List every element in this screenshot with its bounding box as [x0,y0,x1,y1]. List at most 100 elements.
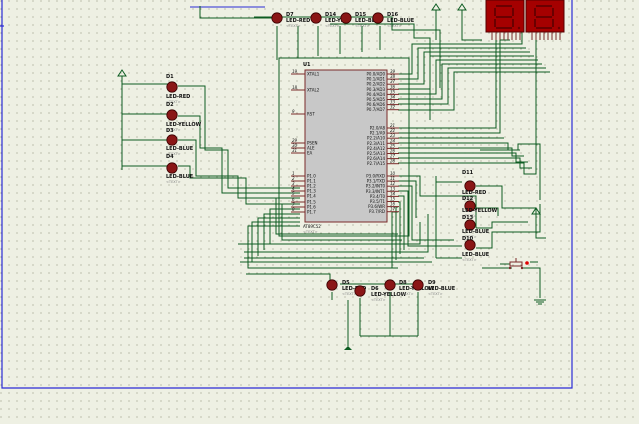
led-icon [354,285,366,297]
led-ref: D5 [342,280,350,286]
chip-pin-number: 8 [292,207,295,212]
power-arrow-icon-3 [457,3,467,11]
chip-pin-name: P1.6 [307,205,316,210]
led-ref: D6 [371,286,379,292]
chip-pin-name: P0.4/AD4 [367,92,386,97]
led-part: LED-BLUE [462,229,490,235]
led-sub: <TEXT> [166,152,181,156]
led-d16[interactable]: D16 LED-BLUE <TEXT> [372,12,415,28]
led-group[interactable]: D7 LED-RED <TEXT> D14 LED-YE <TEXT> D15 … [166,12,498,302]
chip-pin-name: P0.0/AD0 [367,72,386,77]
chip-pin-number: 9 [292,109,295,114]
chip-pin-number: 7 [292,202,295,207]
led-d10[interactable]: D10 LED-BLUE <TEXT> [462,236,490,262]
led-ref: D3 [166,128,174,134]
chip-pin-number: 36 [390,84,396,89]
led-icon [384,279,396,291]
chip-pin-number: 24 [390,138,396,143]
chip-pin-number: 6 [292,197,295,202]
led-sub: <TEXT> [325,24,340,28]
led-d12[interactable]: D12 LED-YELLOW <TEXT> [462,196,498,218]
chip-pin-name: P0.7/AD7 [367,107,386,112]
power-arrow-icon [117,69,127,77]
led-icon [464,239,476,251]
chip-pin-name: P1.5 [307,200,316,205]
led-d9[interactable]: D9 LED-BLUE <TEXT> [412,279,456,296]
led-sub: <TEXT> [355,24,370,28]
chip-pin-number: 31 [292,148,297,153]
led-ref: D8 [399,280,407,286]
chip-pin-number: 13 [390,186,396,191]
chip-pin-number: 12 [390,181,396,186]
chip-pin-number: 5 [292,191,295,196]
chip-pin-name: P3.1/TXD [367,179,385,184]
led-d15[interactable]: D15 LED-BLUE <TEXT> [340,12,383,28]
seven-segment-displays[interactable] [485,0,565,40]
led-sub: <TEXT> [399,292,414,296]
led-part: LED-RED [342,286,366,292]
chip-pin-name: P3.4/T0 [370,194,386,199]
chip-pin-name: P2.1/A9 [370,131,386,136]
led-d11[interactable]: D11 LED-RED <TEXT> [462,170,486,200]
led-d1[interactable]: D1 LED-RED <TEXT> [166,74,190,104]
push-button-icon[interactable] [508,258,529,270]
led-d3[interactable]: D3 LED-BLUE <TEXT> [166,128,194,156]
led-sub: <TEXT> [166,180,181,184]
led-part: LED-YELLOW [371,292,407,298]
led-ref: D15 [355,12,367,18]
chip-pin-number: 22 [390,128,396,133]
chip-pin-name: P3.6/WR [368,204,385,209]
chip-frame [278,57,410,237]
led-ref: D2 [166,102,174,108]
led-d6[interactable]: D6 LED-YELLOW <TEXT> [354,285,407,302]
chip-pin-number: 11 [390,176,395,181]
led-part: LED-YELLOW [462,208,498,214]
led-sub: <TEXT> [462,235,477,239]
chip-pin-name: P2.4/A12 [367,146,385,151]
power-arrow-icon-4 [531,207,541,215]
led-d2[interactable]: D2 LED-YELLOW <TEXT> [166,102,202,132]
led-ref: D1 [166,74,174,80]
chip-pin-number: 4 [292,186,295,191]
led-part: LED-BLUE [166,174,194,180]
chip-pin-name: P2.6/A14 [367,156,385,161]
chip-pin-number: 23 [390,133,396,138]
chip-pin-name: P1.7 [307,210,316,215]
led-d4[interactable]: D4 LED-BLUE <TEXT> [166,154,194,184]
chip-pin-name: P1.1 [307,179,316,184]
led-ref: D11 [462,170,474,176]
chip-pin-number: 2 [292,176,295,181]
probe-dot [525,261,529,265]
chip-part: AT89C52 [303,224,321,229]
ground-icon-2 [534,299,546,305]
chip-pin-name: P0.1/AD1 [367,77,386,82]
led-d13[interactable]: D13 LED-BLUE <TEXT> [462,215,490,239]
sheet-border [0,0,573,389]
led-part: LED-BLUE [166,146,194,152]
chip-pin-number: 17 [390,207,396,212]
led-sub: <TEXT> [286,24,301,28]
chip-pin-number: 30 [292,143,298,148]
led-icon [166,134,178,146]
led-ref: D13 [462,215,474,221]
led-part: LED-BLUE [462,252,490,258]
led-sub: <TEXT> [166,100,181,104]
chip-pin-number: 18 [292,85,298,90]
led-d5[interactable]: D5 LED-RED <TEXT> [326,279,367,296]
led-ref: D16 [387,12,399,18]
chip-pin-number: 14 [390,191,396,196]
chip-pin-name: ALE [307,146,315,151]
led-sub: <TEXT> [428,292,443,296]
led-d7[interactable]: D7 LED-RED <TEXT> [271,12,311,28]
led-d14[interactable]: D14 LED-YE <TEXT> [310,12,345,28]
chip-pin-name: P2.3/A11 [367,141,385,146]
led-ref: D7 [286,12,294,18]
chip-pin-name: P0.5/AD5 [367,97,386,102]
led-icon [166,81,178,93]
led-icon [412,279,424,291]
chip-pin-number: 32 [390,105,396,110]
chip-pin-name: XTAL2 [307,88,320,93]
